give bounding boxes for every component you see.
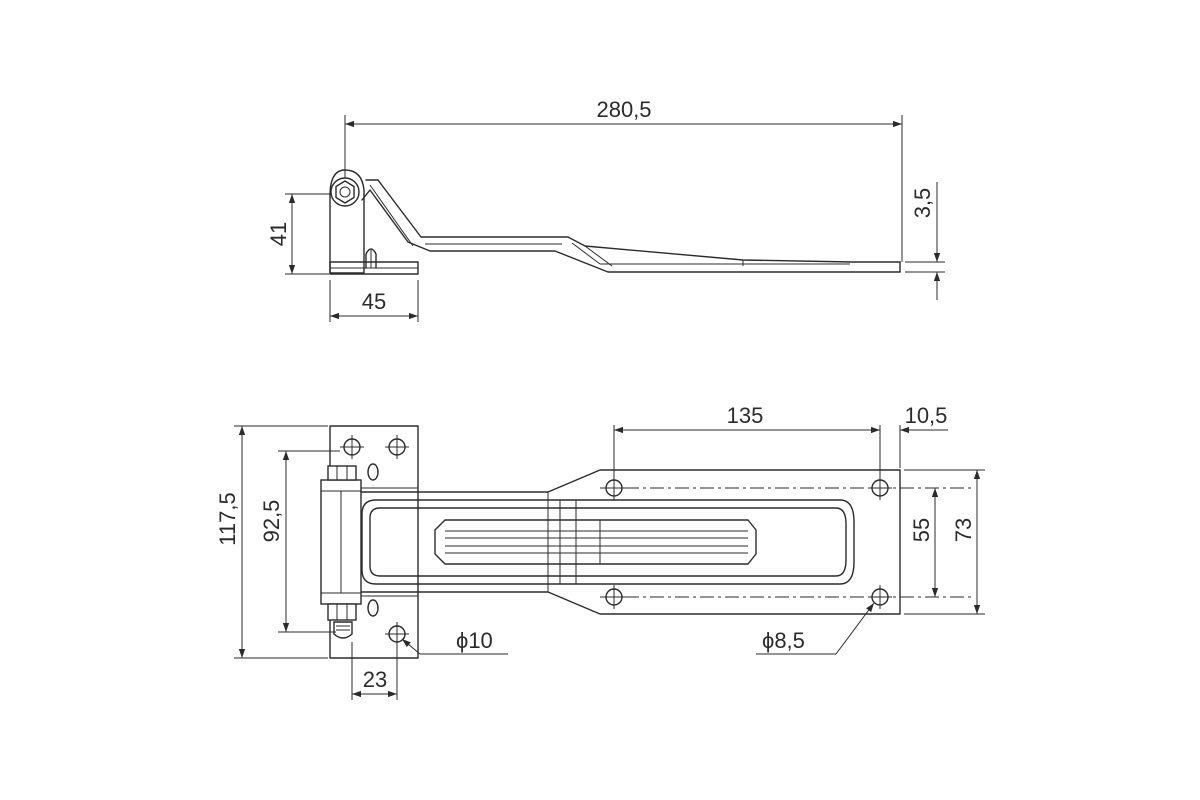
dim-base-width: 45 [362,289,386,314]
side-view: 280,5 3,5 41 45 [266,97,945,322]
base-hole-bottom-right [385,622,409,646]
dim-base-hole-diameter: ϕ10 [456,628,493,653]
dim-leaf-length: 135 [727,403,764,428]
dim-overall-length: 280,5 [596,97,651,122]
base-hole-top-right [385,435,409,459]
dim-base-hole-spacing: 92,5 [259,500,284,543]
plan-view: 135 10,5 55 73 117,5 92,5 23 ϕ10 ϕ8,5 [215,403,985,700]
dim-hinge-height: 41 [266,222,291,246]
dim-leaf-width: 73 [951,518,976,542]
dim-leaf-hole-diameter: ϕ8,5 [762,628,805,653]
dim-plate-thickness: 3,5 [910,188,935,219]
dim-end-offset: 10,5 [905,403,948,428]
dim-base-hole-offset: 23 [363,667,387,692]
dim-total-height: 117,5 [215,492,240,545]
base-hole-top-left [340,435,364,459]
dim-hole-spacing: 55 [909,518,934,542]
